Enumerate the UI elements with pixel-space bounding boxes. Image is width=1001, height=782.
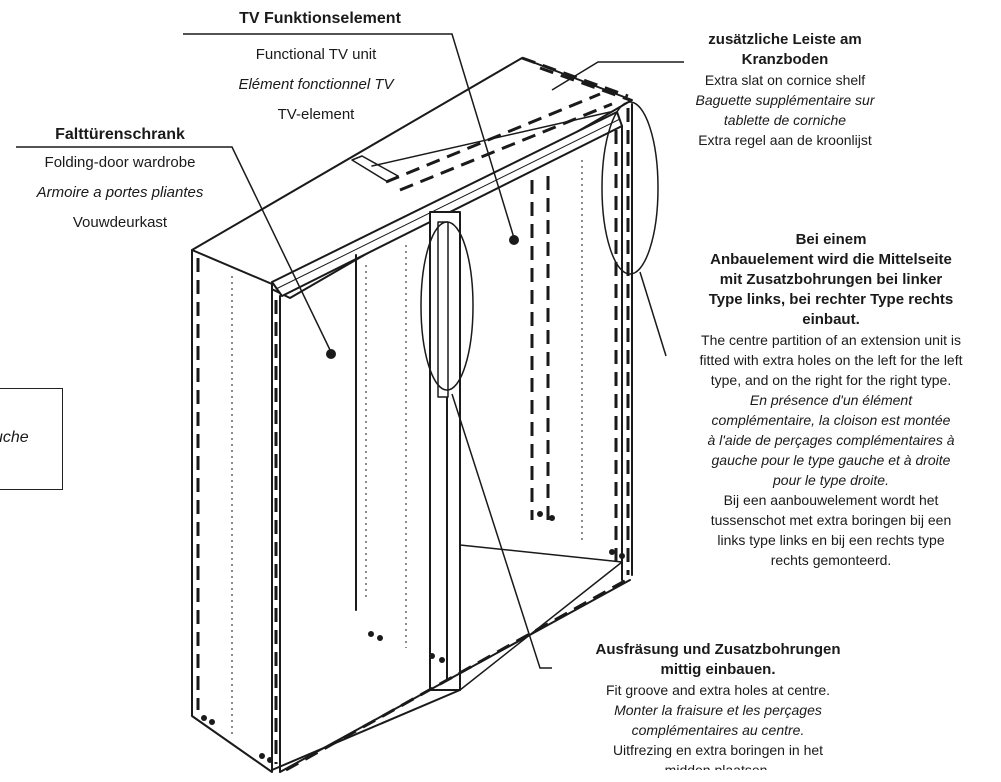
ausfraesung-label-nl1: Uitfrezing en extra boringen in het xyxy=(612,742,824,758)
leader-tv xyxy=(183,33,515,239)
falt-label-fr: Armoire a portes pliantes xyxy=(36,184,204,201)
ausfraesung-label-fr1: Monter la fraisure et les perçages xyxy=(614,702,822,718)
tv-label-en: Functional TV unit xyxy=(255,46,377,63)
tv-label-group: TV Funktionselement xyxy=(200,8,440,30)
anbau-label-fr3: à l'aide de perçages complémentaires à xyxy=(707,432,955,448)
anbau-label-de4: Type links, bei rechter Type rechts xyxy=(708,291,954,308)
cropped-label-text: uche xyxy=(0,429,29,446)
leiste-label-nl: Extra regel aan de kroonlijst xyxy=(698,132,872,148)
tv-label-fr: Elément fonctionnel TV xyxy=(238,76,394,93)
cropped-label-box: uche xyxy=(0,388,63,490)
ausfraesung-label-group: Ausfräsung und Zusatzbohrungen mittig ei… xyxy=(548,640,888,770)
anbau-label-nl3: links type links en bij een rechts type xyxy=(717,532,945,548)
anbau-label-de3: mit Zusatzbohrungen bei linker xyxy=(719,271,943,288)
anbau-label-nl2: tussenschot met extra boringen bij een xyxy=(710,512,952,528)
leiste-label-fr1: Baguette supplémentaire sur xyxy=(695,92,875,108)
falt-label-group: Falttürenschrank xyxy=(0,124,240,146)
leiste-label-de1: zusätzliche Leiste am xyxy=(708,31,862,48)
marker-dot-right xyxy=(509,235,519,245)
anbau-label-nl1: Bij een aanbouwelement wordt het xyxy=(723,492,939,508)
leiste-label-group: zusätzliche Leiste am Kranzboden Extra s… xyxy=(660,30,910,150)
falt-label-de: Falttürenschrank xyxy=(55,126,185,143)
marker-dot-left xyxy=(326,349,336,359)
ausfraesung-label-en: Fit groove and extra holes at centre. xyxy=(605,682,831,698)
anbau-label-group: Bei einem Anbauelement wird die Mittelse… xyxy=(662,230,1000,570)
ausfraesung-label-de1: Ausfräsung und Zusatzbohrungen xyxy=(595,641,841,658)
anbau-label-de2: Anbauelement wird die Mittelseite xyxy=(710,251,952,268)
falt-label-en: Folding-door wardrobe xyxy=(44,154,196,171)
callout-ellipse-right xyxy=(601,101,659,275)
leader-leiste xyxy=(551,61,684,91)
tv-label-nl: TV-element xyxy=(277,106,355,123)
anbau-label-en2: fitted with extra holes on the left for … xyxy=(699,352,963,368)
leiste-label-de2: Kranzboden xyxy=(741,51,829,68)
falt-label-nl: Vouwdeurkast xyxy=(72,214,168,231)
anbau-label-de1: Bei einem xyxy=(795,231,867,248)
anbau-label-fr4: gauche pour le type gauche et à droite xyxy=(711,452,951,468)
anbau-label-fr2: complémentaire, la cloison est montée xyxy=(711,412,951,428)
leader-anbau xyxy=(639,271,667,357)
anbau-label-fr5: pour le type droite. xyxy=(773,472,889,488)
falt-label-translations: Folding-door wardrobe Armoire a portes p… xyxy=(0,152,240,234)
tv-label-de: TV Funktionselement xyxy=(239,10,401,27)
anbau-label-nl4: rechts gemonteerd. xyxy=(770,552,892,568)
callout-ellipse-centre xyxy=(420,221,474,391)
ausfraesung-label-de2: mittig einbauen. xyxy=(660,661,776,678)
leader-falt xyxy=(16,146,332,353)
anbau-label-en3: type, and on the right for the right typ… xyxy=(710,372,952,388)
tv-label-translations: Functional TV unit Elément fonctionnel T… xyxy=(196,44,436,126)
anbau-label-de5: einbaut. xyxy=(802,311,860,328)
leiste-label-fr2: tablette de corniche xyxy=(723,112,847,128)
anbau-label-en1: The centre partition of an extension uni… xyxy=(701,332,961,348)
leader-ausfraesung xyxy=(451,393,552,669)
anbau-label-fr1: En présence d'un élément xyxy=(749,392,913,408)
ausfraesung-label-nl2: midden plaatsen. xyxy=(664,762,772,770)
ausfraesung-label-fr2: complémentaires au centre. xyxy=(631,722,805,738)
leiste-label-en: Extra slat on cornice shelf xyxy=(704,72,866,88)
